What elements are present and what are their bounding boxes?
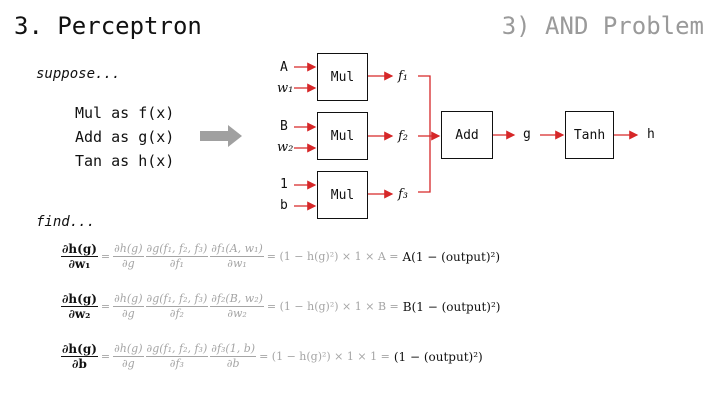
output-f2: f₂ <box>398 129 409 144</box>
mul-node-1: Mul <box>317 53 368 101</box>
equation-b: ∂h(g)∂b = ∂h(g)∂g ∂g(f₁, f₂, f₃)∂f₃ ∂f₃(… <box>61 342 483 371</box>
input-a: A <box>280 60 288 75</box>
definition-tan: Tan as h(x) <box>75 152 175 170</box>
input-1: 1 <box>280 177 288 192</box>
definition-add: Add as g(x) <box>75 128 175 146</box>
output-f1: f₁ <box>398 69 409 84</box>
output-f3: f₃ <box>398 187 409 202</box>
find-label: find... <box>36 214 96 230</box>
implies-arrow-icon <box>200 125 242 147</box>
equation-w2: ∂h(g)∂w₂ = ∂h(g)∂g ∂g(f₁, f₂, f₃)∂f₂ ∂f₂… <box>61 292 501 321</box>
lhs-fraction: ∂h(g)∂w₂ <box>61 292 98 321</box>
lhs-fraction: ∂h(g)∂w₁ <box>61 242 98 271</box>
definition-mul: Mul as f(x) <box>75 104 175 122</box>
input-w2: w₂ <box>277 140 294 155</box>
equation-w1: ∂h(g)∂w₁ = ∂h(g)∂g ∂g(f₁, f₂, f₃)∂f₁ ∂f₁… <box>61 242 501 271</box>
section-title: 3) AND Problem <box>501 12 704 40</box>
output-h: h <box>647 127 655 142</box>
slide-title: 3. Perceptron <box>14 12 202 40</box>
input-bias: b <box>280 198 288 213</box>
edge-bracket <box>418 75 431 193</box>
output-g: g <box>523 127 531 142</box>
input-w1: w₁ <box>277 81 294 96</box>
tanh-node: Tanh <box>565 111 614 159</box>
result-b: (1 − (output)²) <box>393 349 483 364</box>
lhs-fraction: ∂h(g)∂b <box>61 342 98 371</box>
result-w1: A(1 − (output)²) <box>402 249 501 264</box>
mul-node-3: Mul <box>317 171 368 219</box>
suppose-label: suppose... <box>36 66 121 82</box>
result-w2: B(1 − (output)²) <box>402 299 501 314</box>
add-node: Add <box>441 111 493 159</box>
input-b: B <box>280 119 288 134</box>
mul-node-2: Mul <box>317 112 368 160</box>
